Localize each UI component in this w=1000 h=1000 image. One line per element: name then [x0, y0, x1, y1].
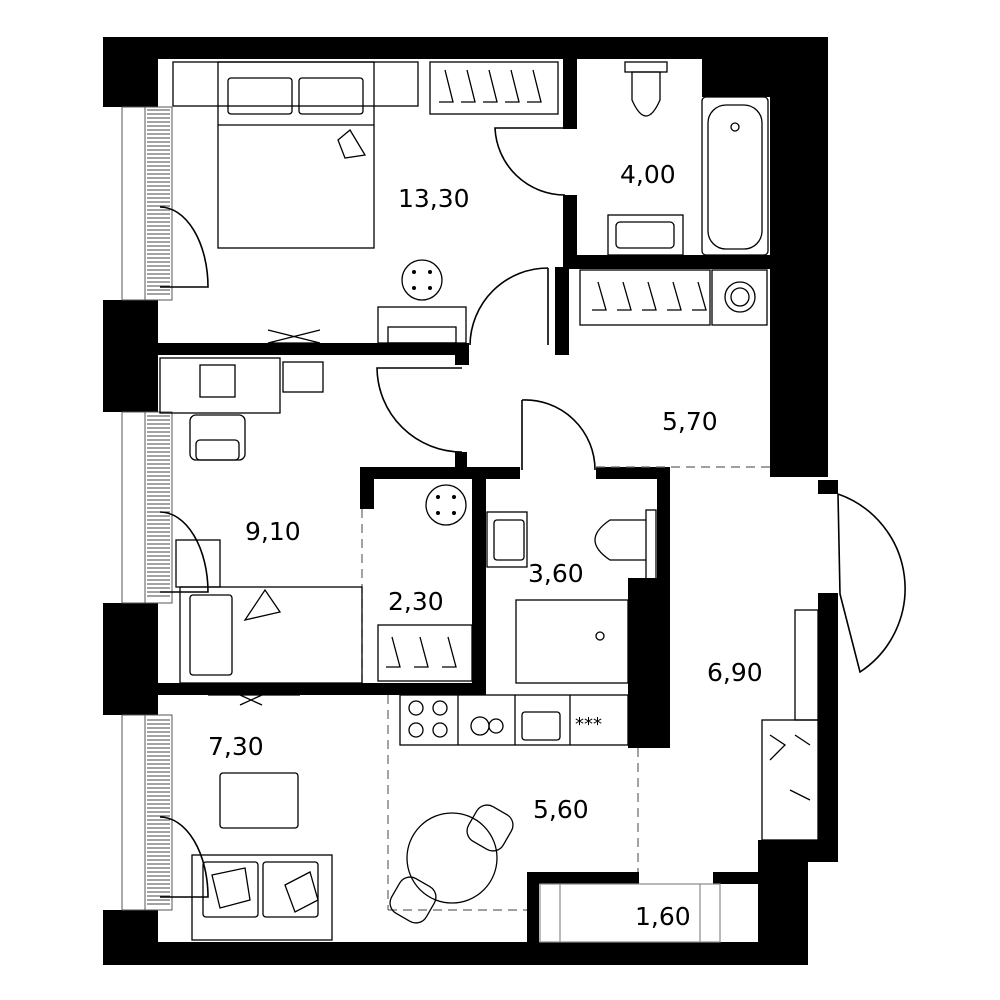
sink-icon: [607, 214, 684, 256]
child-bed-icon: [175, 539, 363, 684]
child-room-door: [376, 367, 463, 453]
bathroom-door: [494, 127, 566, 196]
area-labels: 13,30 4,00 5,70 9,10 2,30 3,60 6,90 7,30…: [208, 160, 763, 931]
washing-machine-icon: [711, 269, 768, 326]
area-label-balcony: 1,60: [635, 902, 691, 931]
desk-chair-icon: [189, 414, 246, 461]
rug-icon: [219, 772, 299, 829]
doors: [159, 127, 906, 898]
area-label-hallway: 5,70: [662, 407, 718, 436]
stove-icon: [408, 700, 448, 738]
wardrobe-ottoman-icon: [425, 484, 467, 526]
wardrobe-hangers-icon: [429, 61, 559, 115]
area-label-child-room: 9,10: [245, 517, 301, 546]
area-label-corridor: 6,90: [707, 658, 763, 687]
corridor-shelf-icon: [761, 609, 819, 841]
svg-text:***: ***: [575, 714, 602, 735]
window-bedroom: [121, 106, 173, 301]
sofa-icon: [191, 854, 333, 941]
toilet-icon: [624, 61, 668, 117]
living-room-balcony-door: [159, 816, 209, 898]
hallway-wardrobe-icon: [579, 269, 711, 326]
kitchen-counter-icon: [399, 694, 629, 746]
area-label-bedroom: 13,30: [398, 184, 470, 213]
dresser-icon: [377, 306, 467, 344]
dishes-icon: [470, 716, 504, 736]
zone-boundaries: [361, 466, 770, 911]
shower-toilet-icon: [594, 509, 657, 581]
shower-door: [521, 399, 596, 471]
bed-icon: [172, 61, 419, 249]
area-label-bathroom: 4,00: [620, 160, 676, 189]
bedroom-balcony-door: [159, 206, 209, 288]
shower-tray-icon: [515, 599, 629, 684]
wardrobe-rail-icon: [377, 624, 473, 682]
interior-walls: [158, 59, 770, 748]
dining-table-icon: [389, 804, 514, 924]
area-label-living-room: 7,30: [208, 732, 264, 761]
area-label-kitchen: 5,60: [533, 795, 589, 824]
area-label-wardrobe: 2,30: [388, 587, 444, 616]
kitchen-sink-icon: [521, 711, 561, 741]
bedroom-door: [469, 267, 549, 346]
entrance-door: [837, 493, 906, 674]
tv-icon: [267, 329, 321, 344]
balcony-frame: [539, 883, 721, 943]
windows: [121, 106, 173, 911]
window-living-room: [121, 714, 173, 911]
furniture: ***: [159, 61, 819, 943]
bathtub-icon: [701, 96, 769, 256]
child-room-balcony-door: [159, 511, 209, 593]
fridge-icon: ***: [575, 714, 602, 735]
area-label-shower-room: 3,60: [528, 559, 584, 588]
shower-rack-icon: [629, 584, 667, 746]
shower-sink-icon: [486, 511, 528, 568]
living-tv-icon: [208, 694, 300, 706]
window-child-room: [121, 411, 173, 604]
desk-icon: [159, 357, 324, 414]
exterior-walls: [103, 37, 838, 965]
round-ottoman-icon: [401, 259, 443, 301]
